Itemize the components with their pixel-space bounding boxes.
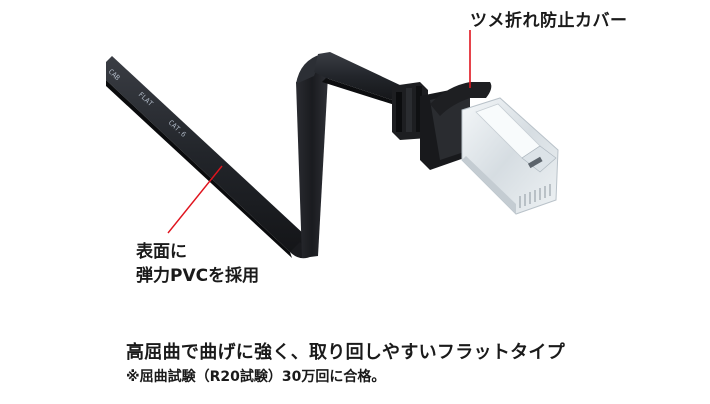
- connector-boot: [392, 82, 492, 170]
- rj45-plug: [461, 97, 559, 215]
- callout-surface-line1: 表面に: [136, 242, 187, 262]
- caption-note: ※屈曲試験（R20試験）30万回に合格。: [126, 369, 386, 385]
- latch-protector: [430, 82, 492, 116]
- caption-headline: 高屈曲で曲げに強く、取り回しやすいフラットタイプ: [126, 342, 566, 363]
- flat-cable: [106, 52, 402, 259]
- callout-surface-line2: 弾力PVCを採用: [136, 266, 260, 286]
- callout-boot-cover: ツメ折れ防止カバー: [470, 11, 628, 31]
- cable-print: CAB FLAT CAT.6: [107, 68, 188, 139]
- callout-surface: 表面に 弾力PVCを採用: [136, 240, 259, 288]
- leader-line-surface: [167, 165, 223, 234]
